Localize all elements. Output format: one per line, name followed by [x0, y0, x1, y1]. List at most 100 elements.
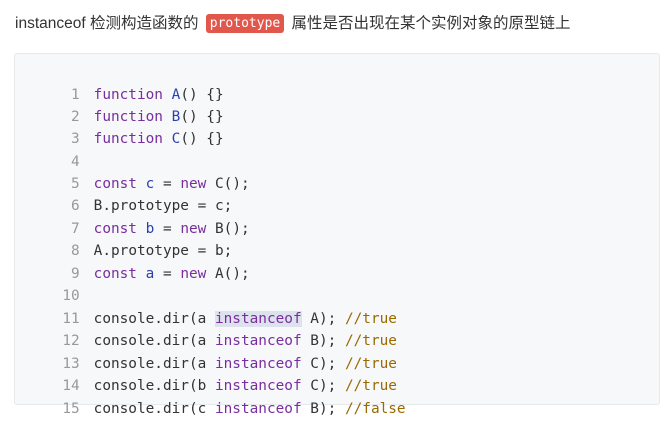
keyword: const: [93, 221, 137, 237]
line-number: 15: [62, 401, 80, 417]
code-line: 4: [15, 129, 94, 170]
identifier: B: [171, 109, 181, 125]
punctuation: );: [318, 311, 337, 327]
keyword: instanceof: [214, 401, 302, 417]
identifier: c: [214, 198, 224, 214]
identifier: C: [215, 176, 224, 192]
punctuation: ();: [223, 266, 250, 282]
code-line: 10: [15, 263, 94, 304]
identifier: B: [215, 221, 224, 237]
line-number: 12: [62, 333, 80, 349]
keyword: instanceof: [214, 333, 302, 349]
code-line: 1 function A() {}: [15, 62, 224, 103]
identifier: b: [197, 378, 207, 394]
line-number: 10: [62, 288, 80, 304]
identifier: C: [310, 378, 319, 394]
keyword: instanceof: [214, 356, 302, 372]
code-line: 5 const c = new C();: [15, 151, 250, 192]
space: [163, 131, 172, 147]
identifier: c: [145, 176, 155, 192]
comment: //true: [344, 378, 397, 394]
identifier: B: [310, 333, 319, 349]
space: [137, 266, 146, 282]
operator: =: [154, 221, 181, 237]
identifier: a: [145, 266, 155, 282]
call: console.dir(: [93, 401, 198, 417]
space: [206, 401, 215, 417]
line-number: 6: [70, 198, 80, 214]
line-number: 2: [70, 109, 80, 125]
prototype-tag: prototype: [205, 14, 285, 33]
keyword: new: [180, 176, 207, 192]
comment: //true: [344, 356, 397, 372]
intro-text: instanceof 检测构造函数的 prototype 属性是否出现在某个实例…: [15, 12, 651, 36]
keyword: new: [180, 221, 207, 237]
line-number: 14: [62, 378, 80, 394]
comment: //false: [344, 401, 406, 417]
keyword: const: [93, 266, 137, 282]
keyword: function: [93, 109, 163, 125]
line-number: 1: [70, 87, 80, 103]
punctuation: ;: [223, 243, 233, 259]
identifier: A: [215, 266, 224, 282]
space: [206, 266, 215, 282]
line-number: 9: [70, 266, 80, 282]
line-number: 3: [70, 131, 80, 147]
identifier: a: [197, 311, 207, 327]
punctuation: );: [318, 356, 337, 372]
keyword-highlighted: instanceof: [214, 311, 302, 327]
intro-before: instanceof 检测构造函数的: [15, 15, 199, 32]
call: console.dir(: [93, 311, 198, 327]
keyword: const: [93, 176, 137, 192]
punctuation: );: [318, 378, 337, 394]
identifier: B: [93, 198, 103, 214]
identifier: a: [197, 333, 207, 349]
intro-after: 属性是否出现在某个实例对象的原型链上: [291, 15, 571, 32]
punctuation: ();: [223, 221, 250, 237]
property: .prototype =: [102, 198, 215, 214]
line-number: 11: [62, 311, 80, 327]
identifier: b: [214, 243, 224, 259]
call: console.dir(: [93, 378, 198, 394]
comment: //true: [344, 311, 397, 327]
identifier: c: [197, 401, 207, 417]
keyword: function: [93, 131, 163, 147]
space: [336, 401, 345, 417]
keyword: instanceof: [214, 378, 302, 394]
call: console.dir(: [93, 333, 198, 349]
property: .prototype =: [102, 243, 215, 259]
punctuation: );: [318, 333, 337, 349]
punctuation: ;: [223, 198, 233, 214]
line-number: 4: [70, 154, 80, 170]
operator: =: [154, 176, 181, 192]
operator: =: [154, 266, 181, 282]
identifier: b: [145, 221, 155, 237]
punctuation: () {}: [180, 87, 224, 103]
punctuation: () {}: [180, 131, 224, 147]
line-number: 13: [62, 356, 80, 372]
punctuation: ();: [223, 176, 250, 192]
space: [302, 401, 311, 417]
line-number: 5: [70, 176, 80, 192]
identifier: B: [310, 401, 319, 417]
punctuation: () {}: [180, 109, 224, 125]
identifier: A: [310, 311, 319, 327]
call: console.dir(: [93, 356, 198, 372]
keyword: function: [93, 87, 163, 103]
identifier: C: [310, 356, 319, 372]
identifier: A: [171, 87, 181, 103]
identifier: A: [93, 243, 103, 259]
line-number: 7: [70, 221, 80, 237]
line-number: 8: [70, 243, 80, 259]
code-line: 11 console.dir(a instanceof A); //true: [15, 286, 397, 327]
